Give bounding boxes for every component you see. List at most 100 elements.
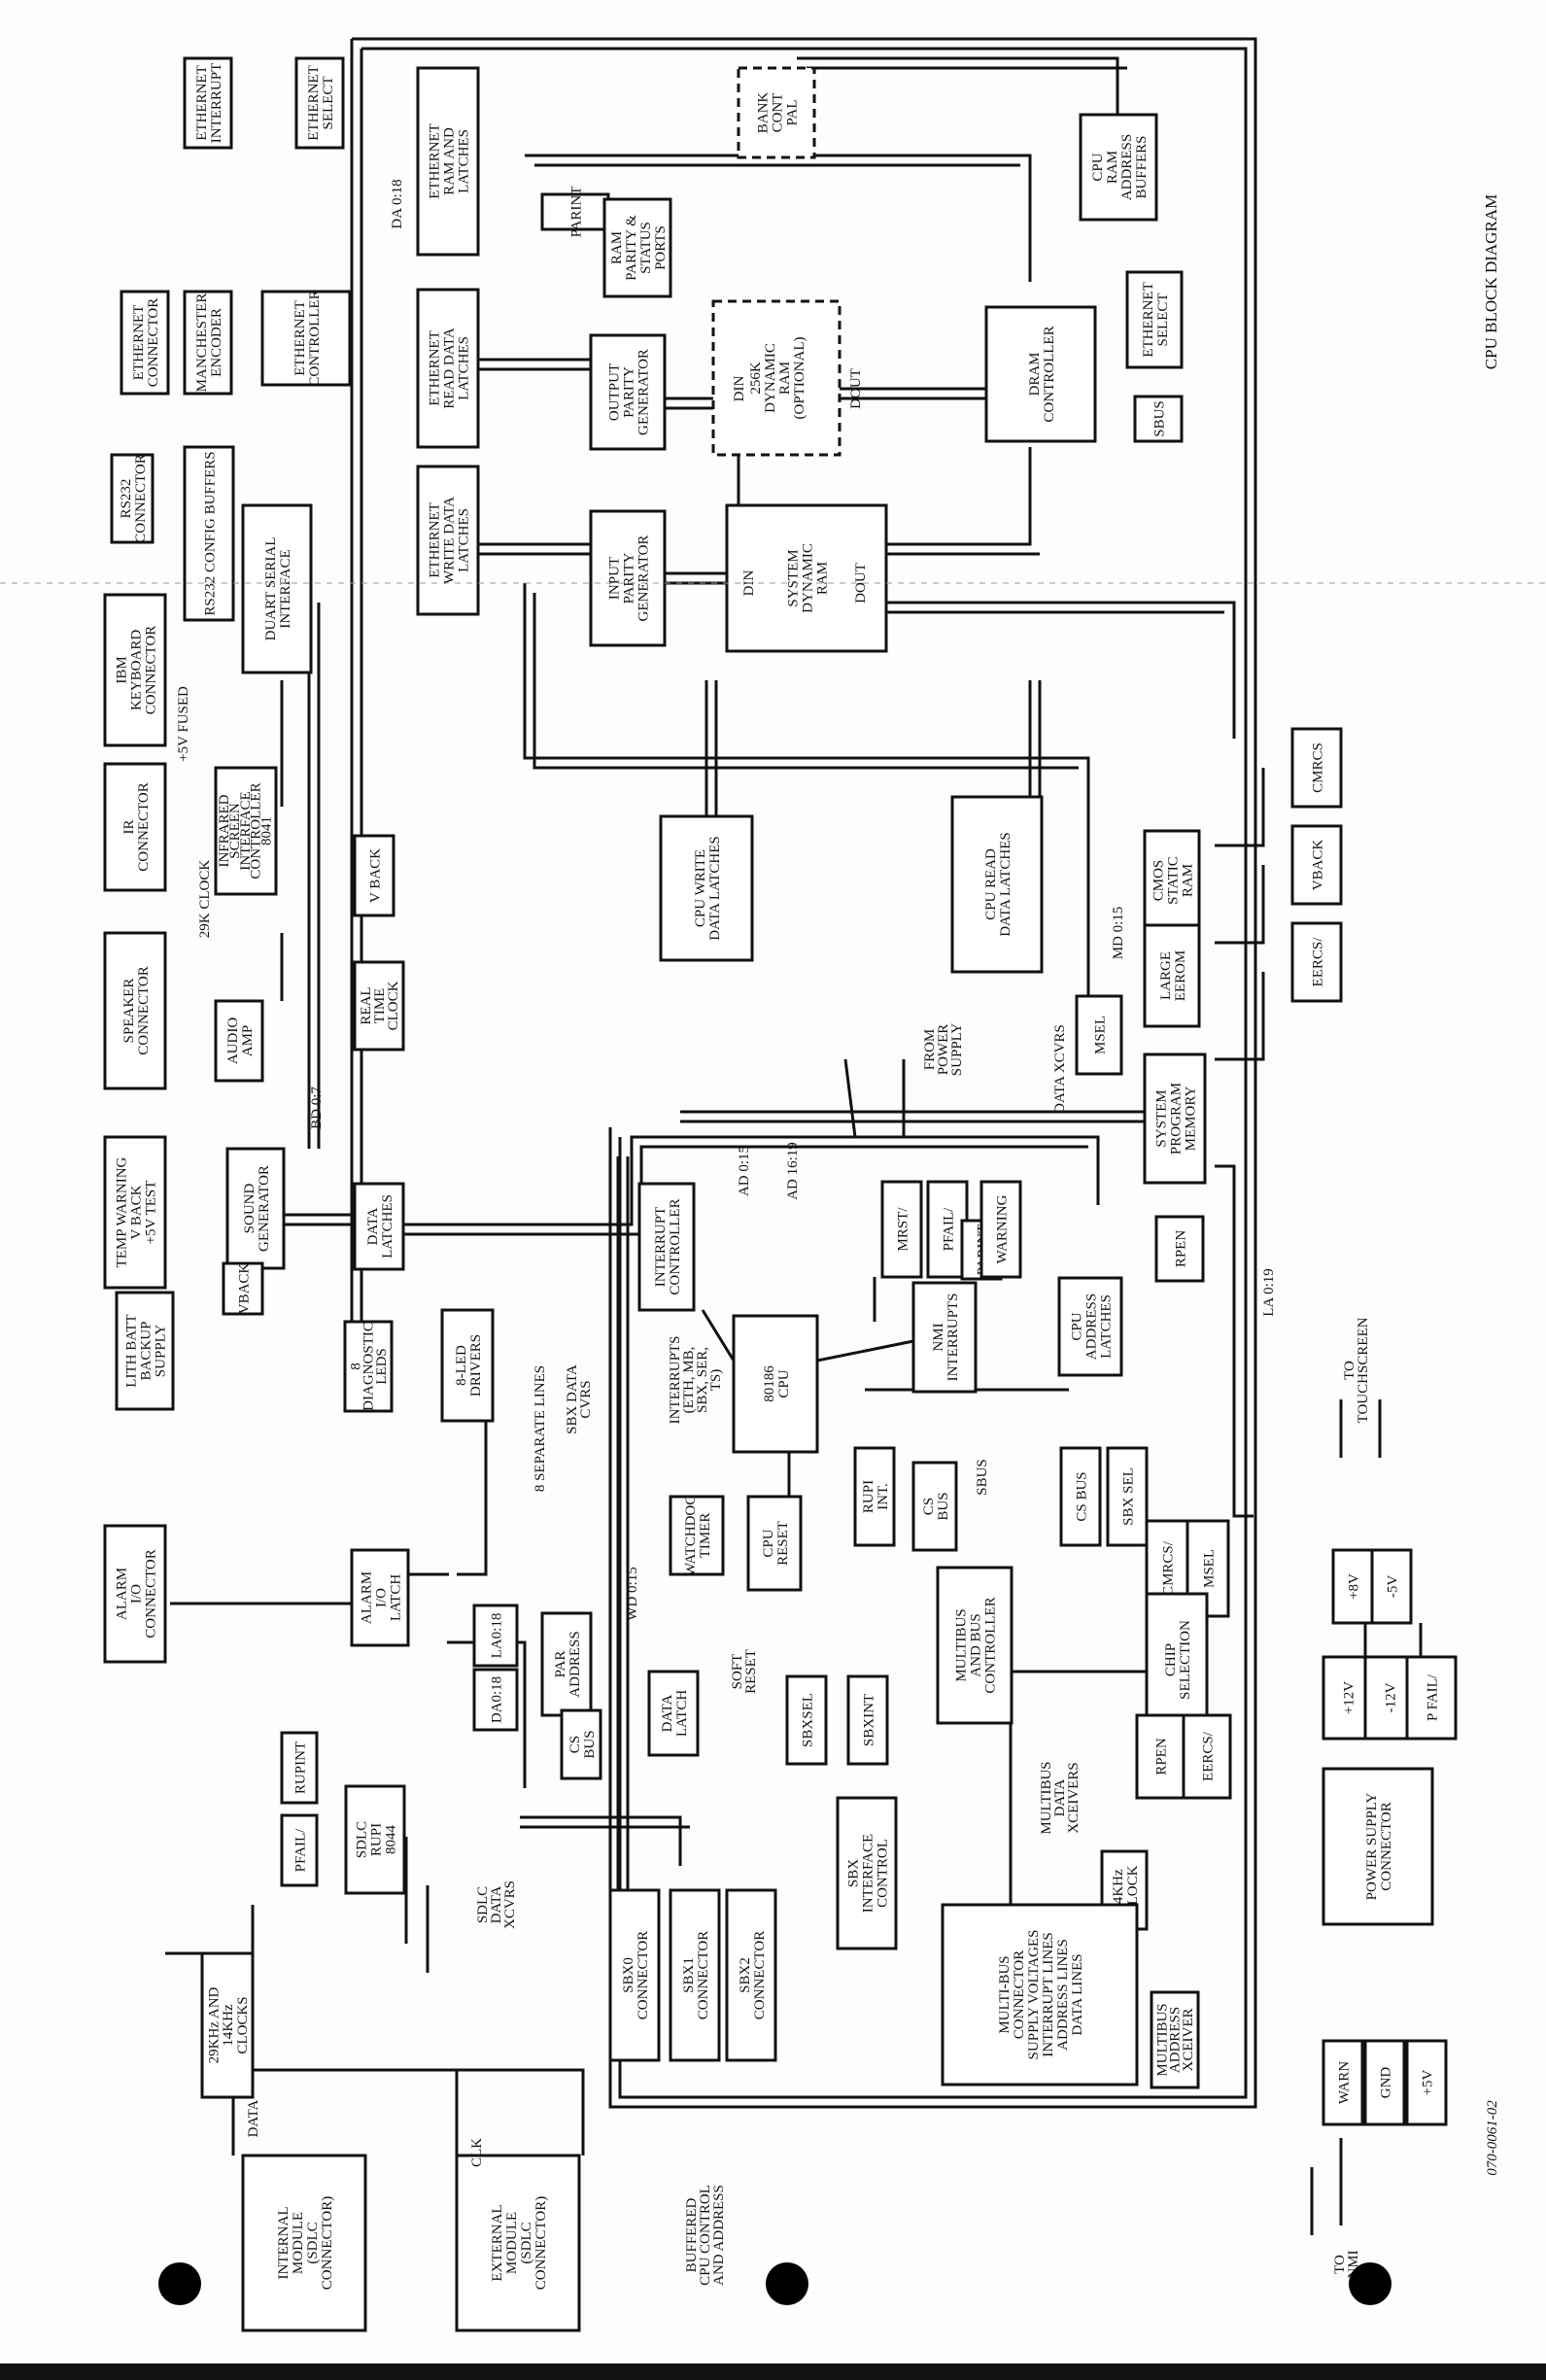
internal-module-line-3: CONNECTOR) — [320, 2196, 335, 2290]
cs-bus-mid-label: CSBUS — [921, 1492, 951, 1520]
cpu-read-latches-block: CPU READDATA LATCHES — [950, 795, 1044, 974]
pfail-mid-block: PFAIL/ — [926, 1180, 969, 1279]
infrared-controller-block: INFRAREDSCREENINTERFACECONTROLLER8041 — [214, 766, 278, 896]
rupi-int-line-0: RUPI — [861, 1480, 876, 1513]
separate-lines-line-0: 8 SEPARATE LINES — [533, 1365, 548, 1492]
sbx0-block: SBX0CONNECTOR — [608, 1888, 661, 2062]
input-parity-block: INPUTPARITYGENERATOR — [589, 509, 667, 647]
warn-outline — [1322, 2039, 1364, 2126]
real-time-clock-line-2: CLOCK — [386, 981, 401, 1030]
bus-line-38 — [843, 1058, 906, 1138]
nmi-interrupts-line-1: INTERRUPTS — [945, 1293, 961, 1382]
data-latches-line-0: DATA — [365, 1207, 381, 1245]
par-address-line-0: PAR — [553, 1651, 568, 1678]
sbx-sel-block: SBX SEL — [1106, 1446, 1149, 1547]
da018-bus-label: DA 0:18 — [390, 179, 405, 228]
to-nmi-label: TONMI — [1332, 2250, 1361, 2278]
clock-14khz-line-0: 14KHz — [1111, 1869, 1126, 1912]
sbx-sel-label: SBX SEL — [1120, 1467, 1136, 1526]
cs-bus-right-line-0: CS BUS — [1074, 1471, 1089, 1521]
buffered-line-1: CPU CONTROL — [698, 2185, 713, 2286]
watchdog-line-1: TIMER — [698, 1513, 713, 1559]
clk-line-0: CLK — [469, 2138, 485, 2167]
dynamic-ram-256k-outline — [711, 299, 842, 457]
par-address-block: PARADDRESS — [540, 1611, 593, 1717]
sbx-interface-outline — [836, 1796, 898, 1950]
multibus-controller-line-0: MULTIBUS — [953, 1608, 969, 1681]
sbx2-label: SBX2CONNECTOR — [738, 1931, 768, 2019]
sbx-data-cvrs-line-1: CVRS — [578, 1380, 594, 1418]
alarm-connector-line-2: CONNECTOR — [143, 1549, 158, 1638]
eercs-low-outline — [1182, 1713, 1232, 1800]
sbx-interface-line-1: INTERFACE — [860, 1834, 876, 1913]
msel-mid-line-0: MSEL — [1201, 1549, 1217, 1588]
ibm-keyboard-label: IBMKEYBOARDCONNECTOR — [114, 626, 158, 714]
cs-bus-mid-block: CSBUS — [911, 1461, 958, 1552]
interrupts-line-3: TS) — [708, 1369, 724, 1392]
clocks-label: 29KHz AND14KHzCLOCKS — [206, 1986, 250, 2063]
infrared-controller-line-0: INFRARED — [217, 794, 232, 867]
bus-line-21 — [701, 1277, 914, 1362]
external-module-block: EXTERNALMODULE(SDLCCONNECTOR) — [455, 2154, 581, 2332]
sound-generator-block: SOUNDGENERATOR — [225, 1147, 286, 1270]
msel-top-block: MSEL — [1075, 994, 1123, 1076]
cs-bus-mid-line-1: BUS — [936, 1492, 951, 1520]
rpen-mid-label: RPEN — [1173, 1230, 1188, 1268]
rupint-outline — [280, 1731, 319, 1805]
punch-hole-2 — [1349, 2262, 1391, 2305]
dynamic-ram-256k-label: 256KDYNAMICRAM(OPTIONAL) — [748, 337, 807, 420]
real-time-clock-line-0: REAL — [359, 986, 374, 1024]
cmrcs-right-label: CMRCS — [1310, 742, 1325, 793]
cmos-ram-block: CMOSSTATICRAM — [1143, 829, 1201, 932]
rupi-int-label: RUPIINT. — [861, 1480, 891, 1513]
ethernet-connector-outline — [120, 290, 170, 396]
diagnostic-leds-line-1: DIAGNOSTIC — [361, 1322, 377, 1411]
bus-line-27 — [404, 1837, 429, 1973]
real-time-clock-label: REALTIMECLOCK — [359, 981, 401, 1030]
alarm-connector-label: ALARMI/OCONNECTOR — [114, 1549, 158, 1638]
interrupts-line-1: (ETH, MB, — [681, 1347, 697, 1414]
cpu-ram-address-buffers-outline — [1079, 113, 1158, 222]
duart-line-1: INTERFACE — [278, 549, 293, 628]
dout-top-line-0: DOUT — [848, 368, 864, 409]
ibm-keyboard-block: IBMKEYBOARDCONNECTOR — [103, 593, 167, 747]
bus-line-5 — [478, 358, 602, 371]
cs-bus-right-label: CS BUS — [1074, 1471, 1089, 1521]
cmrcs-right-block: CMRCS — [1290, 727, 1343, 809]
sbx2-outline — [725, 1888, 777, 2062]
data-latches-label: DATALATCHES — [365, 1194, 395, 1259]
separate-lines-label: 8 SEPARATE LINES — [533, 1365, 548, 1492]
multibus-controller-line-1: AND BUS — [968, 1613, 983, 1676]
da018-outline — [472, 1668, 519, 1732]
mrst-outline — [880, 1180, 923, 1279]
ram-parity-status-outline — [602, 197, 672, 298]
ethernet-connector-line-0: ETHERNET — [131, 305, 147, 380]
cpu-ram-address-buffers-line-2: ADDRESS — [1119, 134, 1135, 200]
gnd-outline — [1363, 2039, 1406, 2126]
duart-block: DUART SERIALINTERFACE — [241, 503, 313, 674]
cs-bus-low-label: CSBUS — [567, 1730, 598, 1758]
sbxsel-line-0: SBXSEL — [800, 1693, 815, 1747]
speaker-connector-line-1: CONNECTOR — [136, 966, 152, 1054]
rs232-config-buffers-outline — [183, 445, 235, 622]
bus-line-32 — [1339, 1399, 1382, 1458]
ir-connector-label: IRCONNECTOR — [121, 782, 152, 871]
led-drivers-line-0: 8-LED — [454, 1345, 469, 1386]
title-text-line-0: CPU BLOCK DIAGRAM — [1482, 194, 1500, 369]
watchdog-label: WATCHDOGTIMER — [683, 1495, 713, 1576]
plus8v-line-0: +8V — [1346, 1573, 1361, 1600]
manchester-encoder-line-1: ENCODER — [209, 308, 224, 377]
temp-warning-outline — [103, 1135, 167, 1290]
bus-line-33 — [1310, 2138, 1343, 2235]
sbx-data-cvrs-label: SBX DATACVRS — [565, 1364, 594, 1434]
ir-connector-outline — [103, 762, 167, 892]
minus12v-line-0: -12V — [1383, 1682, 1398, 1712]
lith-batt-block: LITH BATTBACKUPSUPPLY — [115, 1291, 175, 1411]
diagnostic-leds-outline — [343, 1320, 394, 1413]
ethernet-select-top-label: ETHERNETSELECT — [306, 65, 336, 140]
multibus-data-line-0: MULTIBUS — [1039, 1761, 1054, 1834]
ibm-keyboard-line-2: CONNECTOR — [143, 626, 158, 714]
sbx-sel-line-0: SBX SEL — [1120, 1467, 1136, 1526]
sbx1-block: SBX1CONNECTOR — [669, 1888, 721, 2062]
